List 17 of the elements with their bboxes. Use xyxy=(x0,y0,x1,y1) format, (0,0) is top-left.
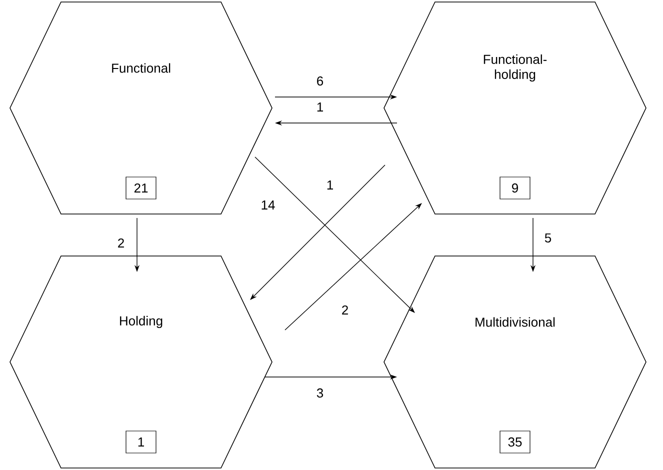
edge-label: 5 xyxy=(543,232,553,244)
arrow xyxy=(254,156,415,313)
hexagon-node: Functional-holding 9 xyxy=(384,2,646,214)
number-box: 9 xyxy=(500,176,530,200)
edge-label: 2 xyxy=(116,237,126,249)
number-box: 1 xyxy=(126,430,156,454)
number-box: 35 xyxy=(500,430,530,454)
hexagon-node: Multidivisional 35 xyxy=(384,256,646,468)
number-box: 21 xyxy=(126,176,156,200)
edge-label: 3 xyxy=(315,387,325,399)
edge-label: 2 xyxy=(340,304,350,316)
edge-label: 1 xyxy=(325,180,335,190)
arrow xyxy=(284,203,422,330)
hexagon-node: Holding 1 xyxy=(10,256,272,468)
arrow xyxy=(250,164,386,300)
edge-label: 1 xyxy=(315,102,325,112)
edge-label: 6 xyxy=(315,75,325,87)
